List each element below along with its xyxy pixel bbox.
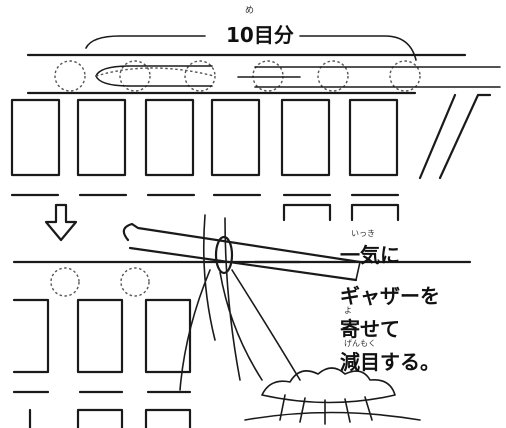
stitch-circle bbox=[54, 60, 86, 92]
stitch-circle bbox=[119, 60, 151, 92]
caption-line-1: 一気に bbox=[340, 243, 400, 267]
down-arrow-icon bbox=[44, 203, 78, 242]
bottom-panel bbox=[12, 214, 472, 428]
thread-path-dashed bbox=[95, 67, 215, 77]
stitch-circle bbox=[389, 60, 421, 92]
ruby-yo: よ bbox=[344, 306, 352, 315]
gathered-strands bbox=[179, 214, 301, 391]
ruby-ikki: いっき bbox=[351, 229, 375, 238]
stitch-count-label: 10目分 bbox=[226, 23, 294, 47]
ruby-genmoku: げんもく bbox=[344, 339, 376, 348]
partial-stitch-boxes bbox=[28, 408, 192, 428]
thread-path bbox=[95, 65, 213, 87]
stitch-circle bbox=[50, 267, 80, 297]
top-panel: め 10目分 bbox=[10, 5, 501, 222]
hook-diagonal bbox=[418, 93, 492, 180]
gathered-ruffle-icon bbox=[244, 367, 421, 425]
stitch-box bbox=[10, 98, 61, 177]
crochet-hook-icon bbox=[122, 222, 362, 282]
stitch-box bbox=[144, 98, 195, 177]
partial-stitch-boxes bbox=[282, 203, 400, 222]
stitch-box bbox=[348, 98, 399, 177]
stitch-boxes-bottom bbox=[12, 298, 192, 374]
caption-line-4: 減目する。 bbox=[340, 350, 440, 374]
stitch-circle bbox=[317, 60, 349, 92]
stitch-box bbox=[280, 98, 331, 177]
stitch-box bbox=[76, 98, 127, 177]
gathered-loop bbox=[214, 235, 234, 275]
stitch-circle bbox=[252, 60, 284, 92]
ruby-top: め bbox=[245, 5, 254, 16]
stitch-circle bbox=[184, 60, 216, 92]
caption: いっき 一気に ギャザーを よ 寄せて げんもく 減目する。 bbox=[340, 229, 440, 374]
stitch-circle bbox=[120, 267, 150, 297]
stitch-box bbox=[210, 98, 261, 177]
hook-shaft-top bbox=[254, 66, 501, 88]
hook-end bbox=[355, 261, 361, 281]
caption-line-2: ギャザーを bbox=[340, 284, 440, 308]
caption-line-3: 寄せて bbox=[340, 317, 400, 341]
